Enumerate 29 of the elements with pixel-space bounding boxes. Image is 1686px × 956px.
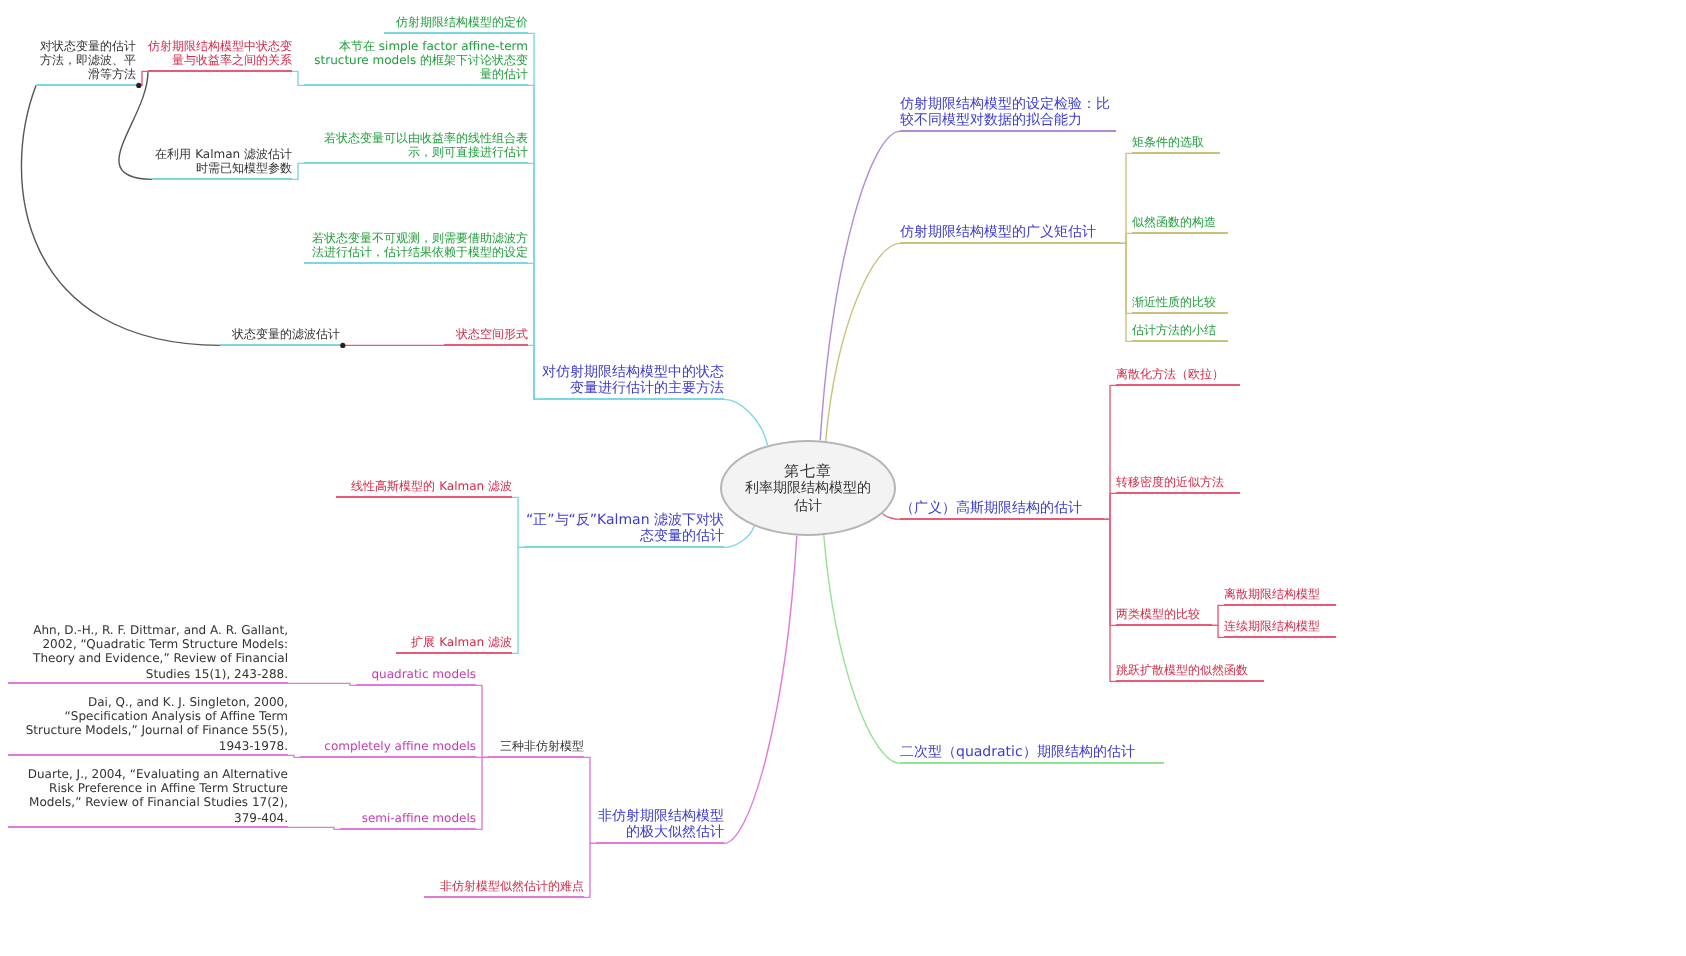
branch-line [1211, 624, 1225, 639]
branch-line [475, 756, 489, 831]
branch-line [511, 496, 525, 549]
relationship-curve [118, 70, 153, 181]
branch-line [723, 525, 755, 549]
branch-line [287, 826, 341, 831]
branch-line [527, 344, 541, 401]
branch-line [824, 242, 901, 442]
branch-line [135, 70, 149, 87]
branch-line [291, 162, 305, 181]
branch-line [1119, 232, 1133, 245]
branch-line [339, 344, 445, 347]
branch-line [1103, 492, 1117, 521]
branch-line [287, 682, 357, 687]
branch-line [583, 756, 597, 845]
branch-line [583, 842, 597, 899]
branch-line [723, 534, 798, 845]
branch-line [475, 684, 489, 759]
branch-line [291, 70, 305, 87]
branch-line [511, 546, 525, 655]
branch-line [1119, 242, 1133, 343]
branch-line [823, 534, 901, 765]
branch-line [1211, 604, 1225, 627]
branch-line [881, 512, 901, 521]
relationship-curve [20, 84, 221, 347]
branch-line [287, 754, 301, 759]
branch-line [1103, 518, 1117, 683]
branch-line [819, 130, 901, 442]
branch-line [723, 398, 769, 447]
